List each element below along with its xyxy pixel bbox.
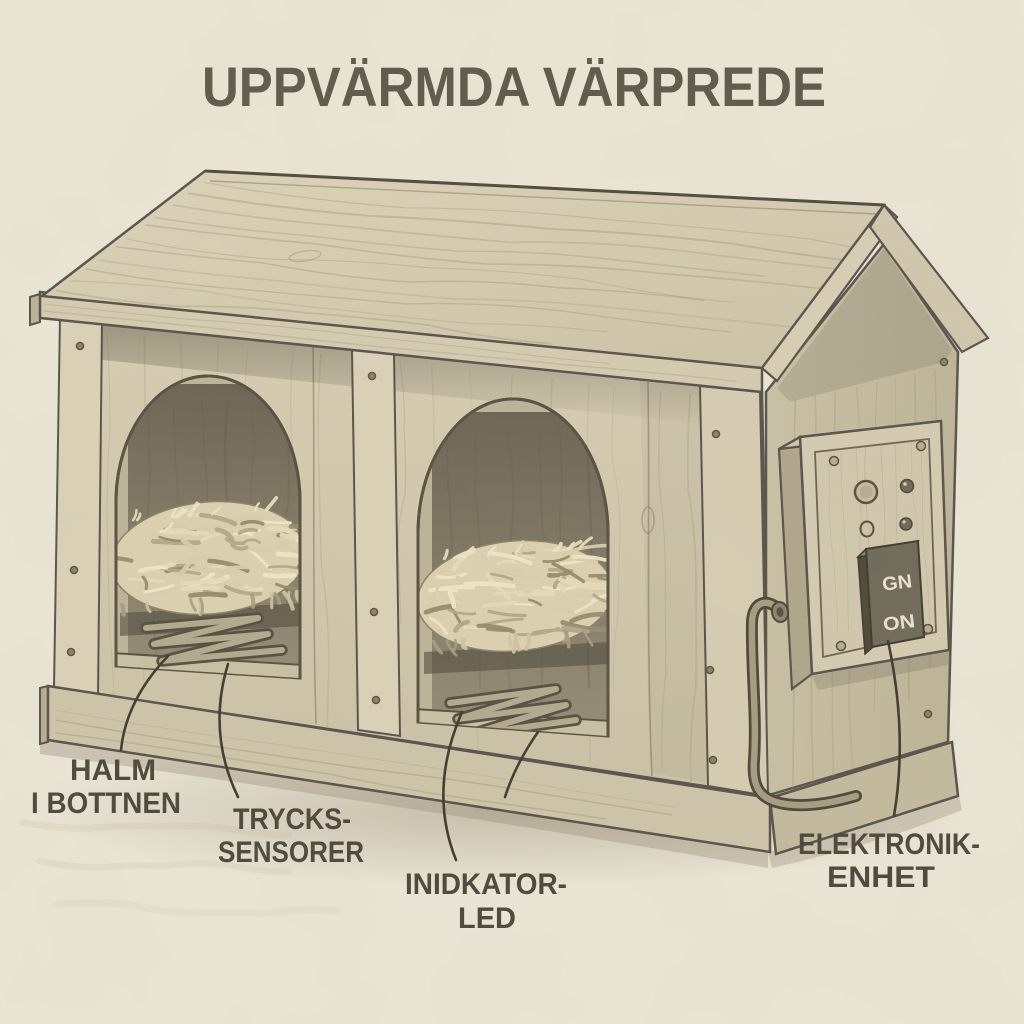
label-straw-line2: I BOTTNEN xyxy=(31,787,181,820)
indicator-light-small xyxy=(859,520,875,538)
label-pressure-sensors-line1: TRYCKS- xyxy=(233,803,351,836)
led-highlight xyxy=(902,520,906,524)
switch-label-bottom: ON xyxy=(882,611,916,636)
fascia-end-cap xyxy=(29,292,41,327)
electronics-box: GN ON xyxy=(777,419,952,692)
left-post xyxy=(52,315,104,698)
indicator-led-bottom xyxy=(899,517,913,531)
label-straw-line1: HALM xyxy=(70,754,156,787)
page-title: UPPVÄRMDA VÄRPREDE xyxy=(202,55,826,118)
label-indicator-led-line2: LED xyxy=(458,902,516,935)
power-switch[interactable]: GN ON xyxy=(855,539,926,656)
label-pressure-sensors-line2: SENSORER xyxy=(218,836,364,869)
label-indicator-led-line1: INIDKATOR- xyxy=(405,868,567,901)
indicator-light-large-center xyxy=(859,485,873,499)
center-post xyxy=(350,348,402,738)
label-electronics-unit-line2: ENHET xyxy=(827,861,935,894)
switch-label-top: GN xyxy=(881,571,913,595)
label-electronics-unit-line1: ELEKTRONIK- xyxy=(798,828,980,861)
indicator-led-top xyxy=(899,478,915,494)
led-highlight xyxy=(903,482,907,486)
